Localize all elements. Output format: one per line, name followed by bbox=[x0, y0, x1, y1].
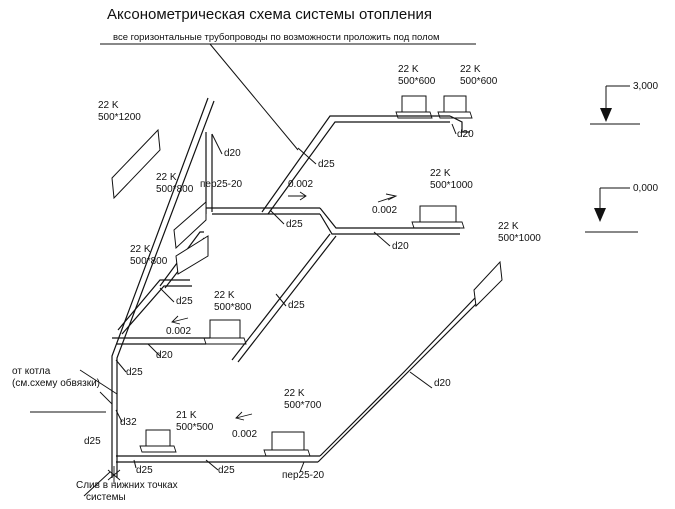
slope-arrows bbox=[171, 191, 398, 421]
radiator-r10-size: 500*500 bbox=[176, 422, 214, 433]
label-leaders bbox=[30, 123, 457, 497]
boiler-note-line1: от котла bbox=[12, 366, 51, 377]
radiator-r7 bbox=[419, 205, 457, 223]
radiator-r3-size: 500*800 bbox=[130, 256, 168, 267]
drain-valve-icon bbox=[107, 466, 121, 484]
radiator-r8-size: 500*1000 bbox=[498, 233, 541, 244]
level-lower-label: 0,000 bbox=[633, 183, 658, 194]
slope-label-2: 0.002 bbox=[372, 205, 397, 216]
slope-label-3: 0.002 bbox=[166, 326, 191, 337]
radiator-r9 bbox=[271, 431, 305, 451]
pipe-label-d20-midright: d20 bbox=[392, 241, 409, 252]
pipe-label-d20-mid: d20 bbox=[156, 350, 173, 361]
radiator-r7-type: 22 K bbox=[430, 168, 451, 179]
radiator-r4-size: 500*800 bbox=[214, 302, 252, 313]
drain-note-line2: системы bbox=[86, 492, 126, 503]
radiator-r2 bbox=[173, 200, 207, 250]
radiator-r2-size: 500*800 bbox=[156, 184, 194, 195]
pipe-label-d25-topmid: d25 bbox=[286, 219, 303, 230]
radiators bbox=[111, 95, 503, 457]
level-mark-lower: 0,000 bbox=[585, 183, 658, 233]
radiator-r9-type: 22 K bbox=[284, 388, 305, 399]
pipe-label-d25-bottom: d25 bbox=[218, 465, 235, 476]
radiator-r5 bbox=[401, 95, 427, 113]
pipe-label-transition-bottom: пер25-20 bbox=[282, 470, 325, 481]
radiator-r4-type: 22 K bbox=[214, 290, 235, 301]
note-leader bbox=[209, 43, 299, 151]
radiator-r7-size: 500*1000 bbox=[430, 180, 473, 191]
slope-label-1: 0.002 bbox=[288, 179, 313, 190]
radiator-r8-type: 22 K bbox=[498, 221, 519, 232]
radiator-r5-type: 22 K bbox=[398, 64, 419, 75]
radiator-r6 bbox=[443, 95, 467, 113]
pipe-label-d25-bottom-left: d25 bbox=[84, 436, 101, 447]
radiator-r3 bbox=[175, 235, 209, 275]
radiator-r1-size: 500*1200 bbox=[98, 112, 141, 123]
radiator-r5-size: 500*600 bbox=[398, 76, 436, 87]
pipe-label-d20-right-top: d20 bbox=[457, 129, 474, 140]
radiator-r10-type: 21 K bbox=[176, 410, 197, 421]
pipe-label-d25-riser-low: d25 bbox=[136, 465, 153, 476]
level-mark-upper: 3,000 bbox=[590, 81, 658, 125]
radiator-r10 bbox=[145, 429, 171, 447]
radiator-r1 bbox=[111, 128, 161, 200]
pipe-label-d25-boiler: d25 bbox=[126, 367, 143, 378]
radiator-r2-type: 22 K bbox=[156, 172, 177, 183]
radiator-r6-type: 22 K bbox=[460, 64, 481, 75]
radiator-r9-size: 500*700 bbox=[284, 400, 322, 411]
radiator-r1-type: 22 K bbox=[98, 100, 119, 111]
radiator-r4 bbox=[209, 319, 241, 339]
diagram-title: Аксонометрическая схема системы отоплени… bbox=[107, 6, 432, 23]
pipe-label-d20-right-long: d20 bbox=[434, 378, 451, 389]
level-upper-label: 3,000 bbox=[633, 81, 658, 92]
drain-note-line1: Слив в нижних точках bbox=[76, 480, 178, 491]
pipework bbox=[79, 97, 501, 478]
pipe-label-d20-riser: d20 bbox=[224, 148, 241, 159]
pipe-label-transition-top: пер25-20 bbox=[200, 179, 243, 190]
radiator-r6-size: 500*600 bbox=[460, 76, 498, 87]
radiator-r3-type: 22 K bbox=[130, 244, 151, 255]
pipe-label-d25-left: d25 bbox=[176, 296, 193, 307]
boiler-note-line2: (см.схему обвязки) bbox=[12, 377, 100, 389]
pipe-label-d25-upper: d25 bbox=[318, 159, 335, 170]
installation-note: все горизонтальные трубопроводы по возмо… bbox=[113, 32, 440, 43]
slope-label-4: 0.002 bbox=[232, 429, 257, 440]
pipe-label-d32: d32 bbox=[120, 417, 137, 428]
pipe-label-d25-mid: d25 bbox=[288, 300, 305, 311]
radiator-r8 bbox=[473, 260, 503, 308]
